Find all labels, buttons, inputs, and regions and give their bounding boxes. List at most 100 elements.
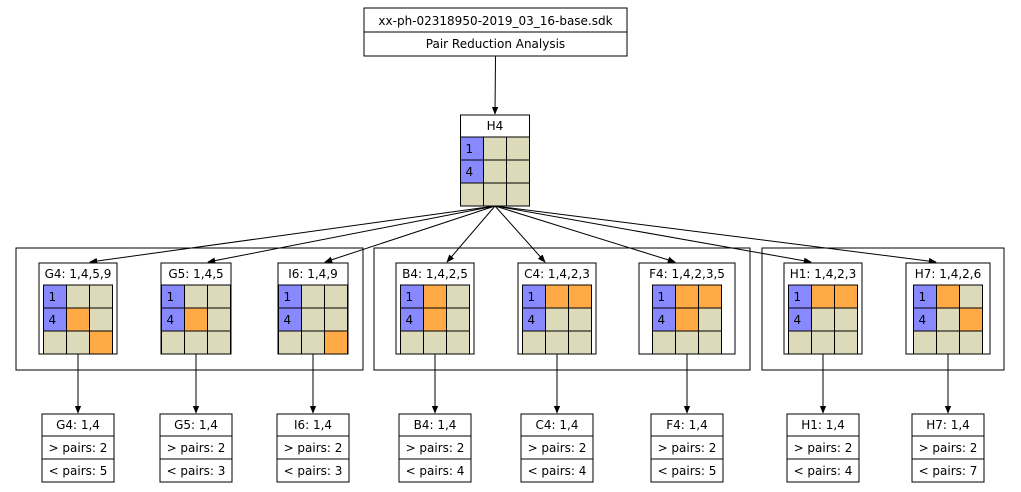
- grid-cell: [913, 330, 937, 355]
- title-subtitle: Pair Reduction Analysis: [426, 37, 565, 51]
- grid-cell: [184, 307, 208, 332]
- grid-cell: [936, 307, 960, 332]
- node-label: H4: [487, 119, 504, 133]
- grid-cell: [936, 284, 960, 309]
- grid-cell: [43, 330, 67, 355]
- result-gt-pairs: > pairs: 2: [794, 441, 853, 455]
- grid-cell-digit: 1: [658, 290, 666, 304]
- result-lt-pairs: < pairs: 7: [919, 464, 978, 478]
- grid-cell: [66, 307, 90, 332]
- grid-cell: [483, 159, 507, 184]
- grid-cell: [959, 330, 983, 355]
- result-lt-pairs: < pairs: 4: [794, 464, 853, 478]
- edge-root-node-3: [446, 205, 496, 263]
- result-lt-pairs: < pairs: 5: [49, 464, 108, 478]
- result-lt-pairs: < pairs: 5: [658, 464, 717, 478]
- edge-root-node-4: [494, 205, 546, 263]
- result-lt-pairs: < pairs: 3: [284, 464, 343, 478]
- result-gt-pairs: > pairs: 2: [919, 441, 978, 455]
- grid-cell: [568, 284, 592, 309]
- grid-cell: [959, 307, 983, 332]
- grid-cell: [423, 284, 447, 309]
- grid-cell-digit: 4: [466, 165, 474, 179]
- result-gt-pairs: > pairs: 2: [406, 441, 465, 455]
- grid-cell: [278, 330, 302, 355]
- result-title: F4: 1,4: [666, 418, 707, 432]
- grid-cell: [811, 330, 835, 355]
- grid-cell: [66, 284, 90, 309]
- grid-cell: [89, 284, 113, 309]
- candidate-node-6: H1: 1,4,2,314: [783, 262, 863, 355]
- grid-cell-digit: 1: [406, 290, 414, 304]
- grid-cell: [522, 330, 546, 355]
- grid-cell: [788, 330, 812, 355]
- result-title: G5: 1,4: [174, 418, 218, 432]
- grid-cell: [207, 307, 231, 332]
- grid-cell: [811, 284, 835, 309]
- grid-cell: [161, 330, 185, 355]
- grid-cell: [324, 330, 348, 355]
- grid-cell: [460, 182, 484, 207]
- grid-cell: [675, 307, 699, 332]
- node-label: C4: 1,4,2,3: [524, 267, 590, 281]
- grid-cell: [675, 284, 699, 309]
- result-node-7: H7: 1,4> pairs: 2< pairs: 7: [911, 413, 985, 483]
- grid-cell-digit: 1: [466, 142, 474, 156]
- grid-cell: [698, 307, 722, 332]
- result-node-1: G5: 1,4 > pairs: 2 < pairs: 3: [159, 413, 233, 483]
- result-lt-pairs: < pairs: 4: [528, 464, 587, 478]
- grid-cell: [89, 307, 113, 332]
- grid-cell: [423, 330, 447, 355]
- grid-cell-digit: 1: [167, 290, 175, 304]
- grid-cell: [423, 307, 447, 332]
- edge-root-node-0: [89, 205, 496, 265]
- candidate-node-7: H7: 1,4,2,614: [905, 262, 991, 355]
- grid-cell: [506, 159, 530, 184]
- grid-cell: [698, 284, 722, 309]
- grid-cell: [207, 330, 231, 355]
- grid-cell: [207, 284, 231, 309]
- candidate-node-3: B4: 1,4,2,514: [395, 262, 475, 355]
- grid-cell: [652, 330, 676, 355]
- grid-cell: [568, 330, 592, 355]
- result-title: C4: 1,4: [536, 418, 579, 432]
- cluster-box-group-row4: [373, 247, 751, 371]
- candidate-node-1: G5: 1,4,514: [160, 262, 232, 355]
- grid-cell: [545, 284, 569, 309]
- grid-cell: [834, 307, 858, 332]
- grid-cell-digit: 1: [528, 290, 536, 304]
- grid-cell: [959, 284, 983, 309]
- candidate-node-4: C4: 1,4,2,314: [517, 262, 597, 355]
- grid-cell-digit: 1: [794, 290, 802, 304]
- grid-cell: [184, 284, 208, 309]
- grid-cell: [446, 284, 470, 309]
- grid-cell: [545, 330, 569, 355]
- grid-cell-digit: 4: [658, 313, 666, 327]
- grid-cell: [446, 307, 470, 332]
- grid-cell: [483, 136, 507, 161]
- grid-cell: [811, 307, 835, 332]
- grid-cell: [506, 136, 530, 161]
- result-lt-pairs: < pairs: 3: [167, 464, 226, 478]
- edge-root-node-5: [494, 205, 676, 263]
- grid-cell: [834, 284, 858, 309]
- grid-cell: [324, 307, 348, 332]
- grid-cell-digit: 4: [284, 313, 292, 327]
- result-node-0: G4: 1,4> pairs: 2< pairs: 5: [41, 413, 115, 483]
- result-node-6: H1: 1,4> pairs: 2< pairs: 4: [786, 413, 860, 483]
- grid-cell: [89, 330, 113, 355]
- grid-cell: [400, 330, 424, 355]
- grid-cell: [301, 307, 325, 332]
- node-label: F4: 1,4,2,3,5: [649, 267, 725, 281]
- grid-cell: [301, 330, 325, 355]
- result-title: B4: 1,4: [414, 418, 457, 432]
- result-gt-pairs: > pairs: 2: [658, 441, 717, 455]
- root-h4: H4 1 4: [460, 114, 530, 207]
- title-filename: xx-ph-02318950-2019_03_16-base.sdk: [378, 14, 612, 28]
- result-gt-pairs: > pairs: 2: [167, 441, 226, 455]
- cluster-box-group-h: [761, 247, 1005, 371]
- result-node-3: B4: 1,4> pairs: 2< pairs: 4: [398, 413, 472, 483]
- grid-cell-digit: 4: [406, 313, 414, 327]
- root-node: H4 1 4: [460, 114, 530, 207]
